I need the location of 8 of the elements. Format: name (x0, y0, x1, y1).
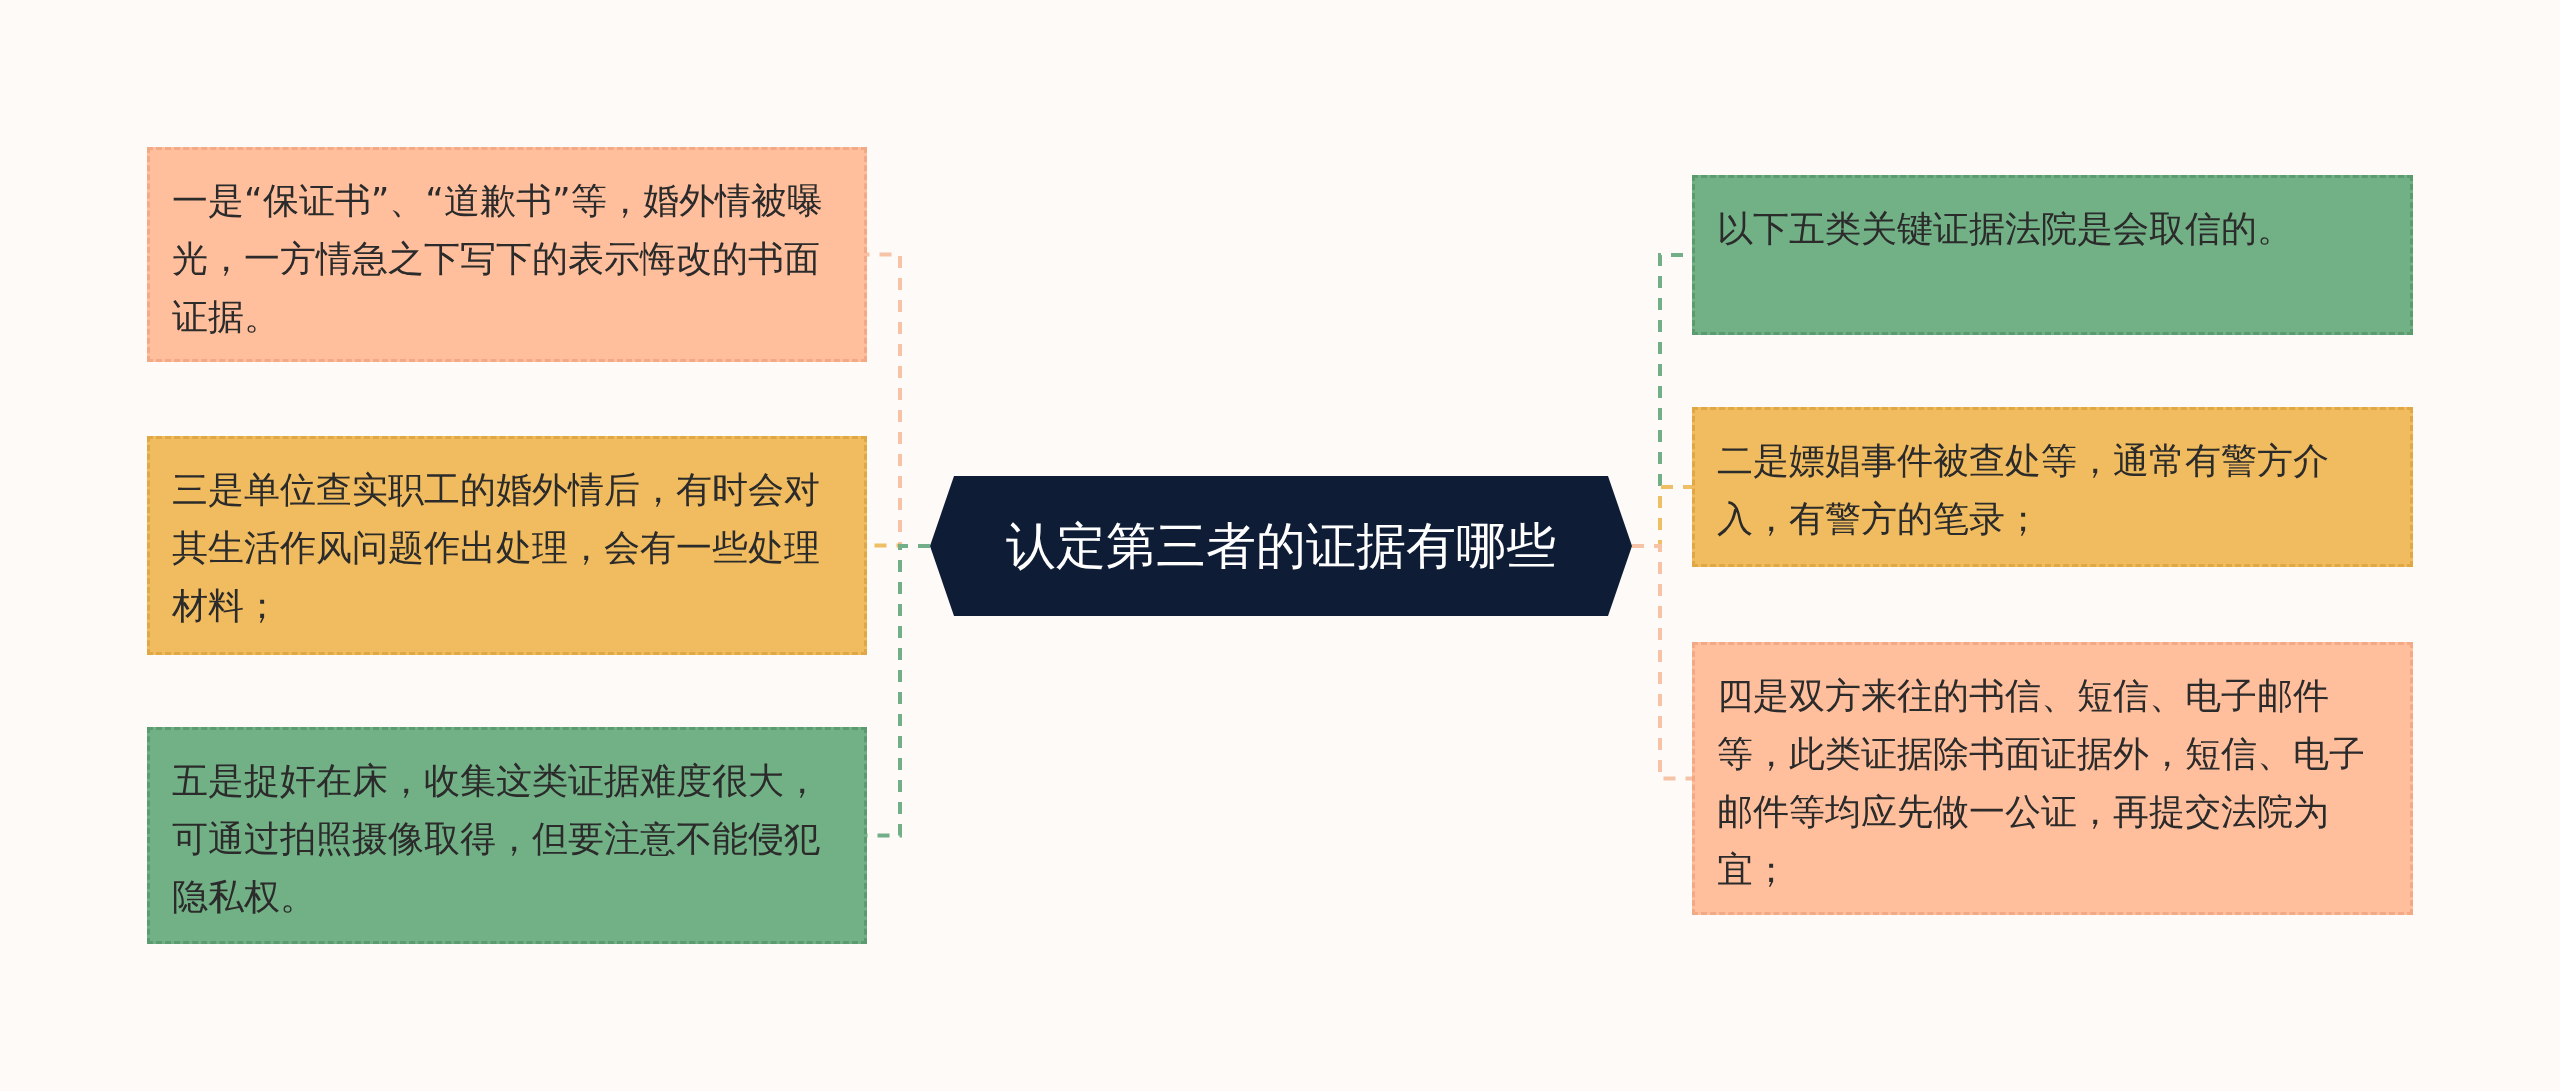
text-box: 二是嫖娼事件被查处等，通常有警方介入，有警方的笔录； (1692, 407, 2413, 567)
text-box: 以下五类关键证据法院是会取信的。 (1692, 175, 2413, 335)
text-box: 四是双方来往的书信、短信、电子邮件等，此类证据除书面证据外，短信、电子邮件等均应先做一公证，再提交法院为宜； (1692, 642, 2413, 915)
text-box: 三是单位查实职工的婚外情后，有时会对其生活作风问题作出处理，会有一些处理材料； (147, 436, 867, 655)
connector-line (1632, 544, 1692, 781)
text-box: 五是捉奸在床，收集这类证据难度很大，可通过拍照摄像取得，但要注意不能侵犯隐私权。 (147, 727, 867, 944)
topic-hexagon: 认定第三者的证据有哪些 (930, 476, 1632, 616)
text-box: 一是“保证书”、“道歉书”等，婚外情被曝光，一方情急之下写下的表示悔改的书面证据。 (147, 147, 867, 362)
